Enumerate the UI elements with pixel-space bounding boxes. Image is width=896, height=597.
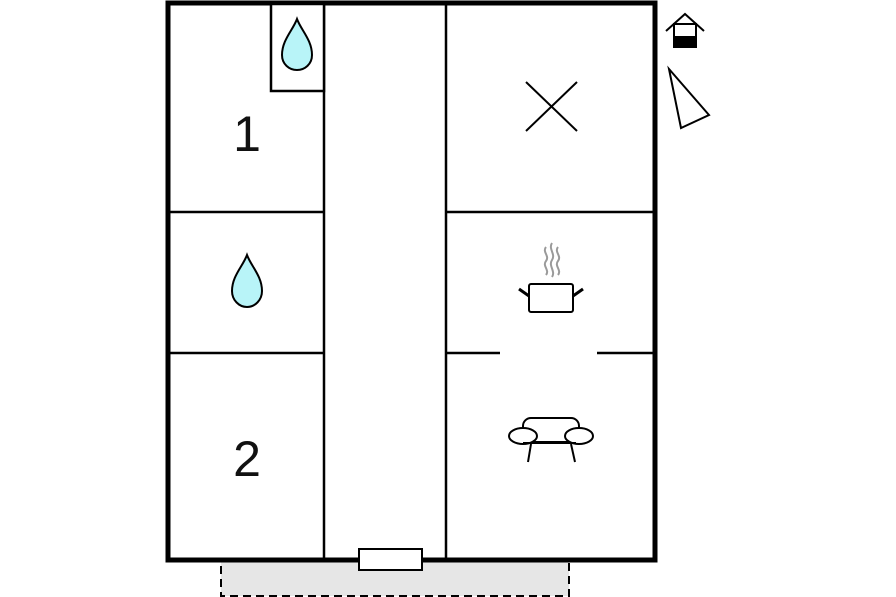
room-label-2: 2 [233,431,261,487]
cross-icon [525,81,578,132]
cooking-pot-icon [518,242,584,313]
room-label-1: 1 [233,106,261,162]
door-step [358,548,423,571]
sofa-icon [508,417,594,463]
water-drop-icon [280,16,314,72]
water-drop-icon [230,252,264,309]
house-icon [665,12,705,48]
compass-triangle-icon [667,65,711,130]
